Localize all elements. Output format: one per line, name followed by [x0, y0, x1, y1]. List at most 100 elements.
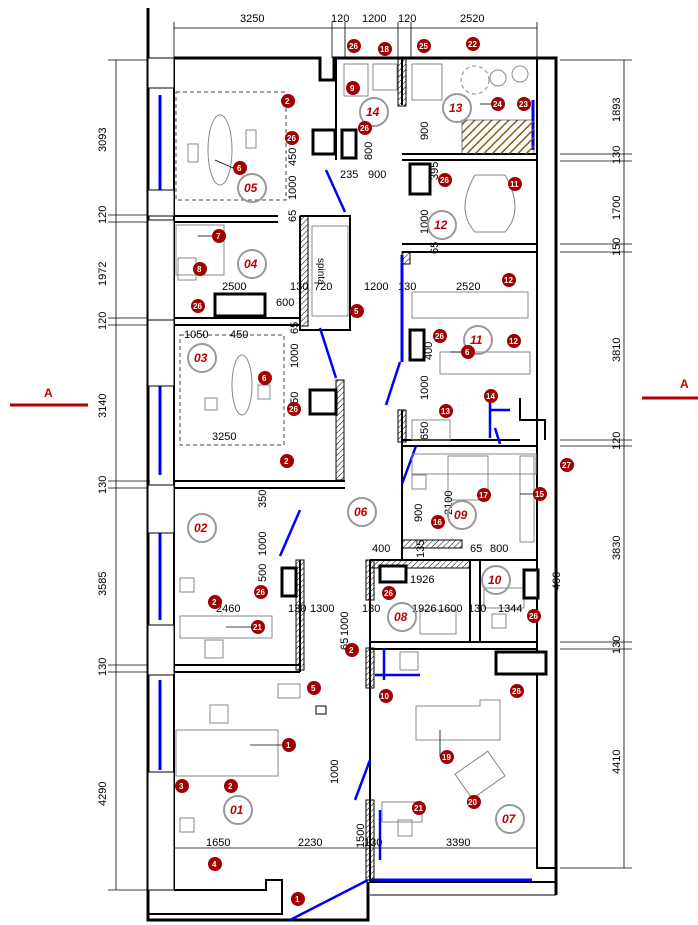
dim-500: 500 [257, 564, 269, 582]
top-dim-1: 3250 [240, 13, 264, 25]
left-dim-9: 4290 [97, 782, 109, 806]
svg-text:21: 21 [253, 623, 262, 632]
svg-text:19: 19 [442, 753, 451, 762]
dim-130a: 130 [290, 281, 308, 293]
dim-3250: 3250 [212, 431, 236, 443]
equipment-tag: 5 [307, 681, 321, 695]
svg-text:26: 26 [435, 332, 444, 341]
svg-text:12: 12 [509, 337, 518, 346]
top-dim-3: 1200 [362, 13, 386, 25]
top-dim-5: 2520 [460, 13, 484, 25]
room-label-texts: 05 04 03 02 01 06 14 13 12 11 09 10 08 0… [194, 101, 517, 826]
dim-450a: 450 [287, 148, 299, 166]
svg-text:26: 26 [349, 42, 358, 51]
equipment-tag: 16 [431, 515, 445, 529]
equipment-tag: 26 [254, 585, 268, 599]
equipment-tag: 8 [193, 262, 207, 276]
furniture [175, 63, 537, 837]
equipment-tag: 9 [346, 81, 360, 95]
svg-text:6: 6 [237, 164, 242, 173]
equipment-tag: 21 [412, 801, 426, 815]
equipment-tag: 2 [345, 643, 359, 657]
left-dim-8: 130 [97, 658, 109, 676]
hatched-walls [295, 57, 471, 881]
svg-text:17: 17 [479, 491, 488, 500]
dim-900b: 900 [419, 122, 431, 140]
dim-800b: 800 [490, 543, 508, 555]
dim-1650: 1650 [206, 837, 230, 849]
left-dim-5: 3140 [97, 394, 109, 418]
left-dim-2: 120 [97, 206, 109, 224]
section-mark-left: A [10, 386, 88, 407]
dim-130b: 130 [398, 281, 416, 293]
top-dim-2: 120 [331, 13, 349, 25]
room-labels [187, 93, 525, 834]
dim-3390: 3390 [446, 837, 470, 849]
left-dim-7: 3585 [97, 572, 109, 596]
svg-text:2: 2 [349, 646, 354, 655]
svg-text:2: 2 [285, 97, 290, 106]
svg-text:2: 2 [228, 782, 233, 791]
left-dim-4: 120 [97, 312, 109, 330]
dim-2500: 2500 [222, 281, 246, 293]
equipment-tag: 15 [533, 487, 547, 501]
equipment-tag: 26 [438, 173, 452, 187]
room-14: 14 [366, 105, 380, 119]
dim-400b: 400 [372, 543, 390, 555]
dim-450b: 450 [230, 329, 248, 341]
room-10: 10 [488, 573, 502, 587]
equipment-tag: 20 [467, 795, 481, 809]
svg-text:24: 24 [493, 100, 502, 109]
left-dim-1: 3093 [97, 128, 109, 152]
section-mark-left-label: A [44, 386, 53, 400]
equipment-tag: 26 [527, 609, 541, 623]
dim-720: 720 [314, 281, 332, 293]
svg-text:1: 1 [295, 895, 300, 904]
dim-395: 395 [429, 162, 441, 180]
dim-1500: 1500 [355, 824, 367, 848]
svg-text:14: 14 [486, 392, 495, 401]
svg-text:1: 1 [286, 741, 291, 750]
dim-130c: 130 [288, 603, 306, 615]
dim-1300: 1300 [310, 603, 334, 615]
right-dim-3: 1700 [611, 196, 623, 220]
equipment-tag: 7 [212, 229, 226, 243]
room-13: 13 [449, 101, 463, 115]
room-08: 08 [394, 610, 408, 624]
right-dim-6: 120 [611, 432, 623, 450]
dim-65e: 65 [470, 543, 482, 555]
svg-text:15: 15 [535, 490, 544, 499]
equipment-tag: 6 [258, 371, 272, 385]
equipment-tag: 26 [358, 121, 372, 135]
dim-1000f: 1000 [339, 612, 351, 636]
equipment-tag: 26 [382, 586, 396, 600]
room-01: 01 [230, 803, 244, 817]
room-02: 02 [194, 521, 208, 535]
note-spinta: spinta [315, 258, 326, 285]
dim-135: 135 [415, 540, 427, 558]
svg-text:27: 27 [562, 461, 571, 470]
dim-1000e: 1000 [257, 532, 269, 556]
equipment-tag: 26 [433, 329, 447, 343]
dim-1344: 1344 [498, 603, 522, 615]
equipment-tag: 21 [251, 620, 265, 634]
dim-400c: 400 [551, 572, 563, 590]
equipment-tag: 5 [350, 304, 364, 318]
left-dim-6: 130 [97, 476, 109, 494]
room-04: 04 [244, 257, 258, 271]
dim-650: 650 [419, 422, 431, 440]
svg-text:26: 26 [360, 124, 369, 133]
equipment-tag: 24 [491, 97, 505, 111]
right-dim-7: 3830 [611, 536, 623, 560]
dim-400a: 400 [423, 342, 435, 360]
equipment-tag: 4 [208, 857, 222, 871]
equipment-tag: 6 [233, 161, 247, 175]
room-12: 12 [434, 218, 448, 232]
dim-900a: 900 [368, 169, 386, 181]
equipment-tag: 6 [461, 345, 475, 359]
svg-text:26: 26 [529, 612, 538, 621]
dim-350: 350 [257, 490, 269, 508]
dim-1000g: 1000 [329, 760, 341, 784]
svg-text:26: 26 [384, 589, 393, 598]
svg-text:5: 5 [311, 684, 316, 693]
